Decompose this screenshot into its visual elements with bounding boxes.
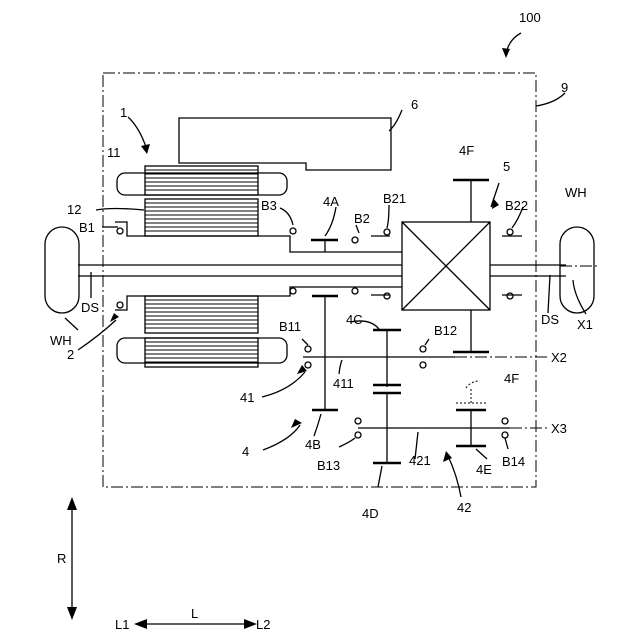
label-direction-l: L: [191, 606, 198, 621]
label-drive-shaft-right: DS: [541, 312, 559, 327]
label-gear-4f-lower: 4F: [504, 371, 519, 386]
label-bearing-b3: B3: [261, 198, 277, 213]
label-bearing-b14: B14: [502, 454, 525, 469]
label-gear-4f-top: 4F: [459, 143, 474, 158]
label-bearing-b1: B1: [79, 220, 95, 235]
arrowheads: [110, 48, 510, 462]
label-bearing-b22: B22: [505, 198, 528, 213]
label-axis-x3: X3: [551, 421, 567, 436]
label-first-shaft: 411: [333, 376, 354, 391]
label-bearing-b12: B12: [434, 323, 457, 338]
label-gear-4a: 4A: [323, 194, 339, 209]
label-differential: 5: [503, 159, 510, 174]
gear-4f-phantom: [456, 381, 486, 403]
label-direction-l1: L1: [115, 617, 129, 632]
label-gear-4c: 4C: [346, 312, 363, 327]
label-direction-l2: L2: [256, 617, 270, 632]
wheel-left: [45, 227, 79, 313]
label-bearing-b13: B13: [317, 458, 340, 473]
label-rotor-shaft: 2: [67, 347, 74, 362]
label-first-shaft-assembly: 41: [240, 390, 254, 405]
label-system: 100: [519, 10, 541, 25]
label-wheel-right: WH: [565, 185, 587, 200]
inverter-unit: [179, 118, 391, 170]
label-second-shaft-assembly: 42: [457, 500, 471, 515]
label-case: 9: [561, 80, 568, 95]
label-gear-4b: 4B: [305, 437, 321, 452]
label-gear-4e: 4E: [476, 462, 492, 477]
wheel-right: [560, 227, 594, 313]
label-wheel-left: WH: [50, 333, 72, 348]
stator-core: [117, 166, 287, 367]
rotor-core: [145, 199, 258, 333]
label-bearing-b11: B11: [279, 319, 301, 334]
label-stator-core: 11: [107, 145, 121, 160]
label-drive-shaft-left: DS: [81, 300, 99, 315]
label-axis-x1: X1: [577, 317, 593, 332]
label-rotating-electrical-machine: 1: [120, 105, 127, 120]
label-rotor: 12: [67, 202, 81, 217]
label-gear-4d: 4D: [362, 506, 379, 521]
label-transmission: 4: [242, 444, 249, 459]
label-direction-r: R: [57, 551, 66, 566]
label-bearing-b2: B2: [354, 211, 370, 226]
label-axis-x2: X2: [551, 350, 567, 365]
differential-box: [402, 222, 490, 310]
label-bearing-b21: B21: [383, 191, 406, 206]
direction-indicator: [67, 497, 257, 629]
label-second-shaft: 421: [409, 453, 431, 468]
label-inverter-unit: 6: [411, 97, 418, 112]
